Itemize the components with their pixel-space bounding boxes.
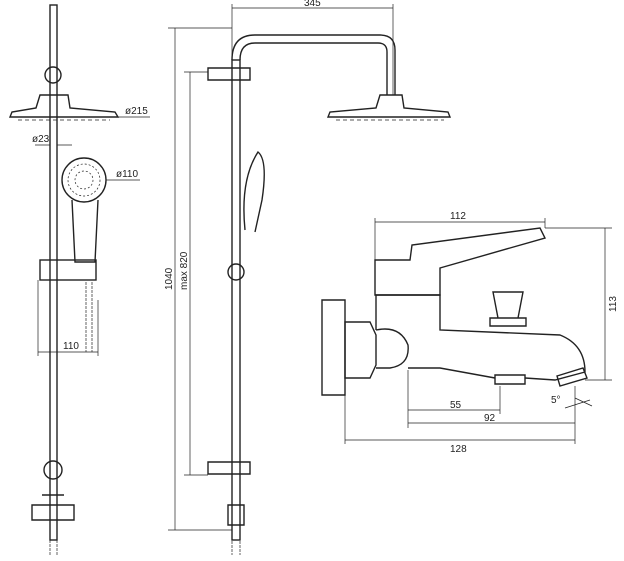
- hand-shower-handle: [71, 199, 99, 263]
- hand-shower-side: [243, 150, 265, 233]
- slider: [227, 263, 245, 281]
- dim-arm-length: 345: [304, 0, 321, 9]
- hand-shower-face: [61, 157, 107, 203]
- head-shower-side: [326, 94, 452, 118]
- dim-rail-diameter: ø23: [32, 134, 50, 145]
- lower-bracket: [207, 461, 251, 475]
- dim-total-height: 1040: [164, 267, 175, 290]
- valve-side: [227, 504, 245, 526]
- dim-max-height: max 820: [179, 251, 190, 290]
- bath-mixer: 112 113 55 92 128 5°: [321, 211, 619, 455]
- bath-outlet: [494, 374, 526, 385]
- rail-side: [231, 59, 241, 541]
- dim-outlet-92: 92: [484, 413, 496, 424]
- head-shower: [8, 94, 120, 118]
- side-view-shower-set: 345 1040 max 820: [164, 0, 452, 555]
- dim-hand-shower-offset: 110: [63, 341, 79, 352]
- shower-arm: [231, 34, 396, 95]
- diverter-valve: [31, 494, 75, 521]
- dim-hand-shower-diameter: ø110: [116, 169, 138, 180]
- rail: [49, 4, 58, 541]
- front-view-shower-set: ø215 ø23 ø110 110: [8, 4, 150, 555]
- wall-flange: [321, 299, 346, 396]
- dim-spout-length: 128: [450, 444, 467, 455]
- dim-mixer-height: 113: [608, 296, 619, 312]
- dim-spout-angle: 5°: [551, 395, 561, 406]
- dim-head-diameter: ø215: [125, 106, 148, 117]
- lower-ring: [43, 460, 63, 480]
- diverter-knob: [489, 291, 527, 327]
- mixer-body: [375, 294, 586, 381]
- dim-lever-length: 112: [450, 211, 466, 222]
- lever: [374, 227, 547, 296]
- spout-tip: [556, 367, 588, 387]
- holder: [39, 259, 97, 281]
- nut: [344, 321, 377, 379]
- dim-outlet-55: 55: [450, 400, 462, 411]
- upper-ring: [44, 66, 62, 84]
- upper-bracket: [207, 67, 251, 81]
